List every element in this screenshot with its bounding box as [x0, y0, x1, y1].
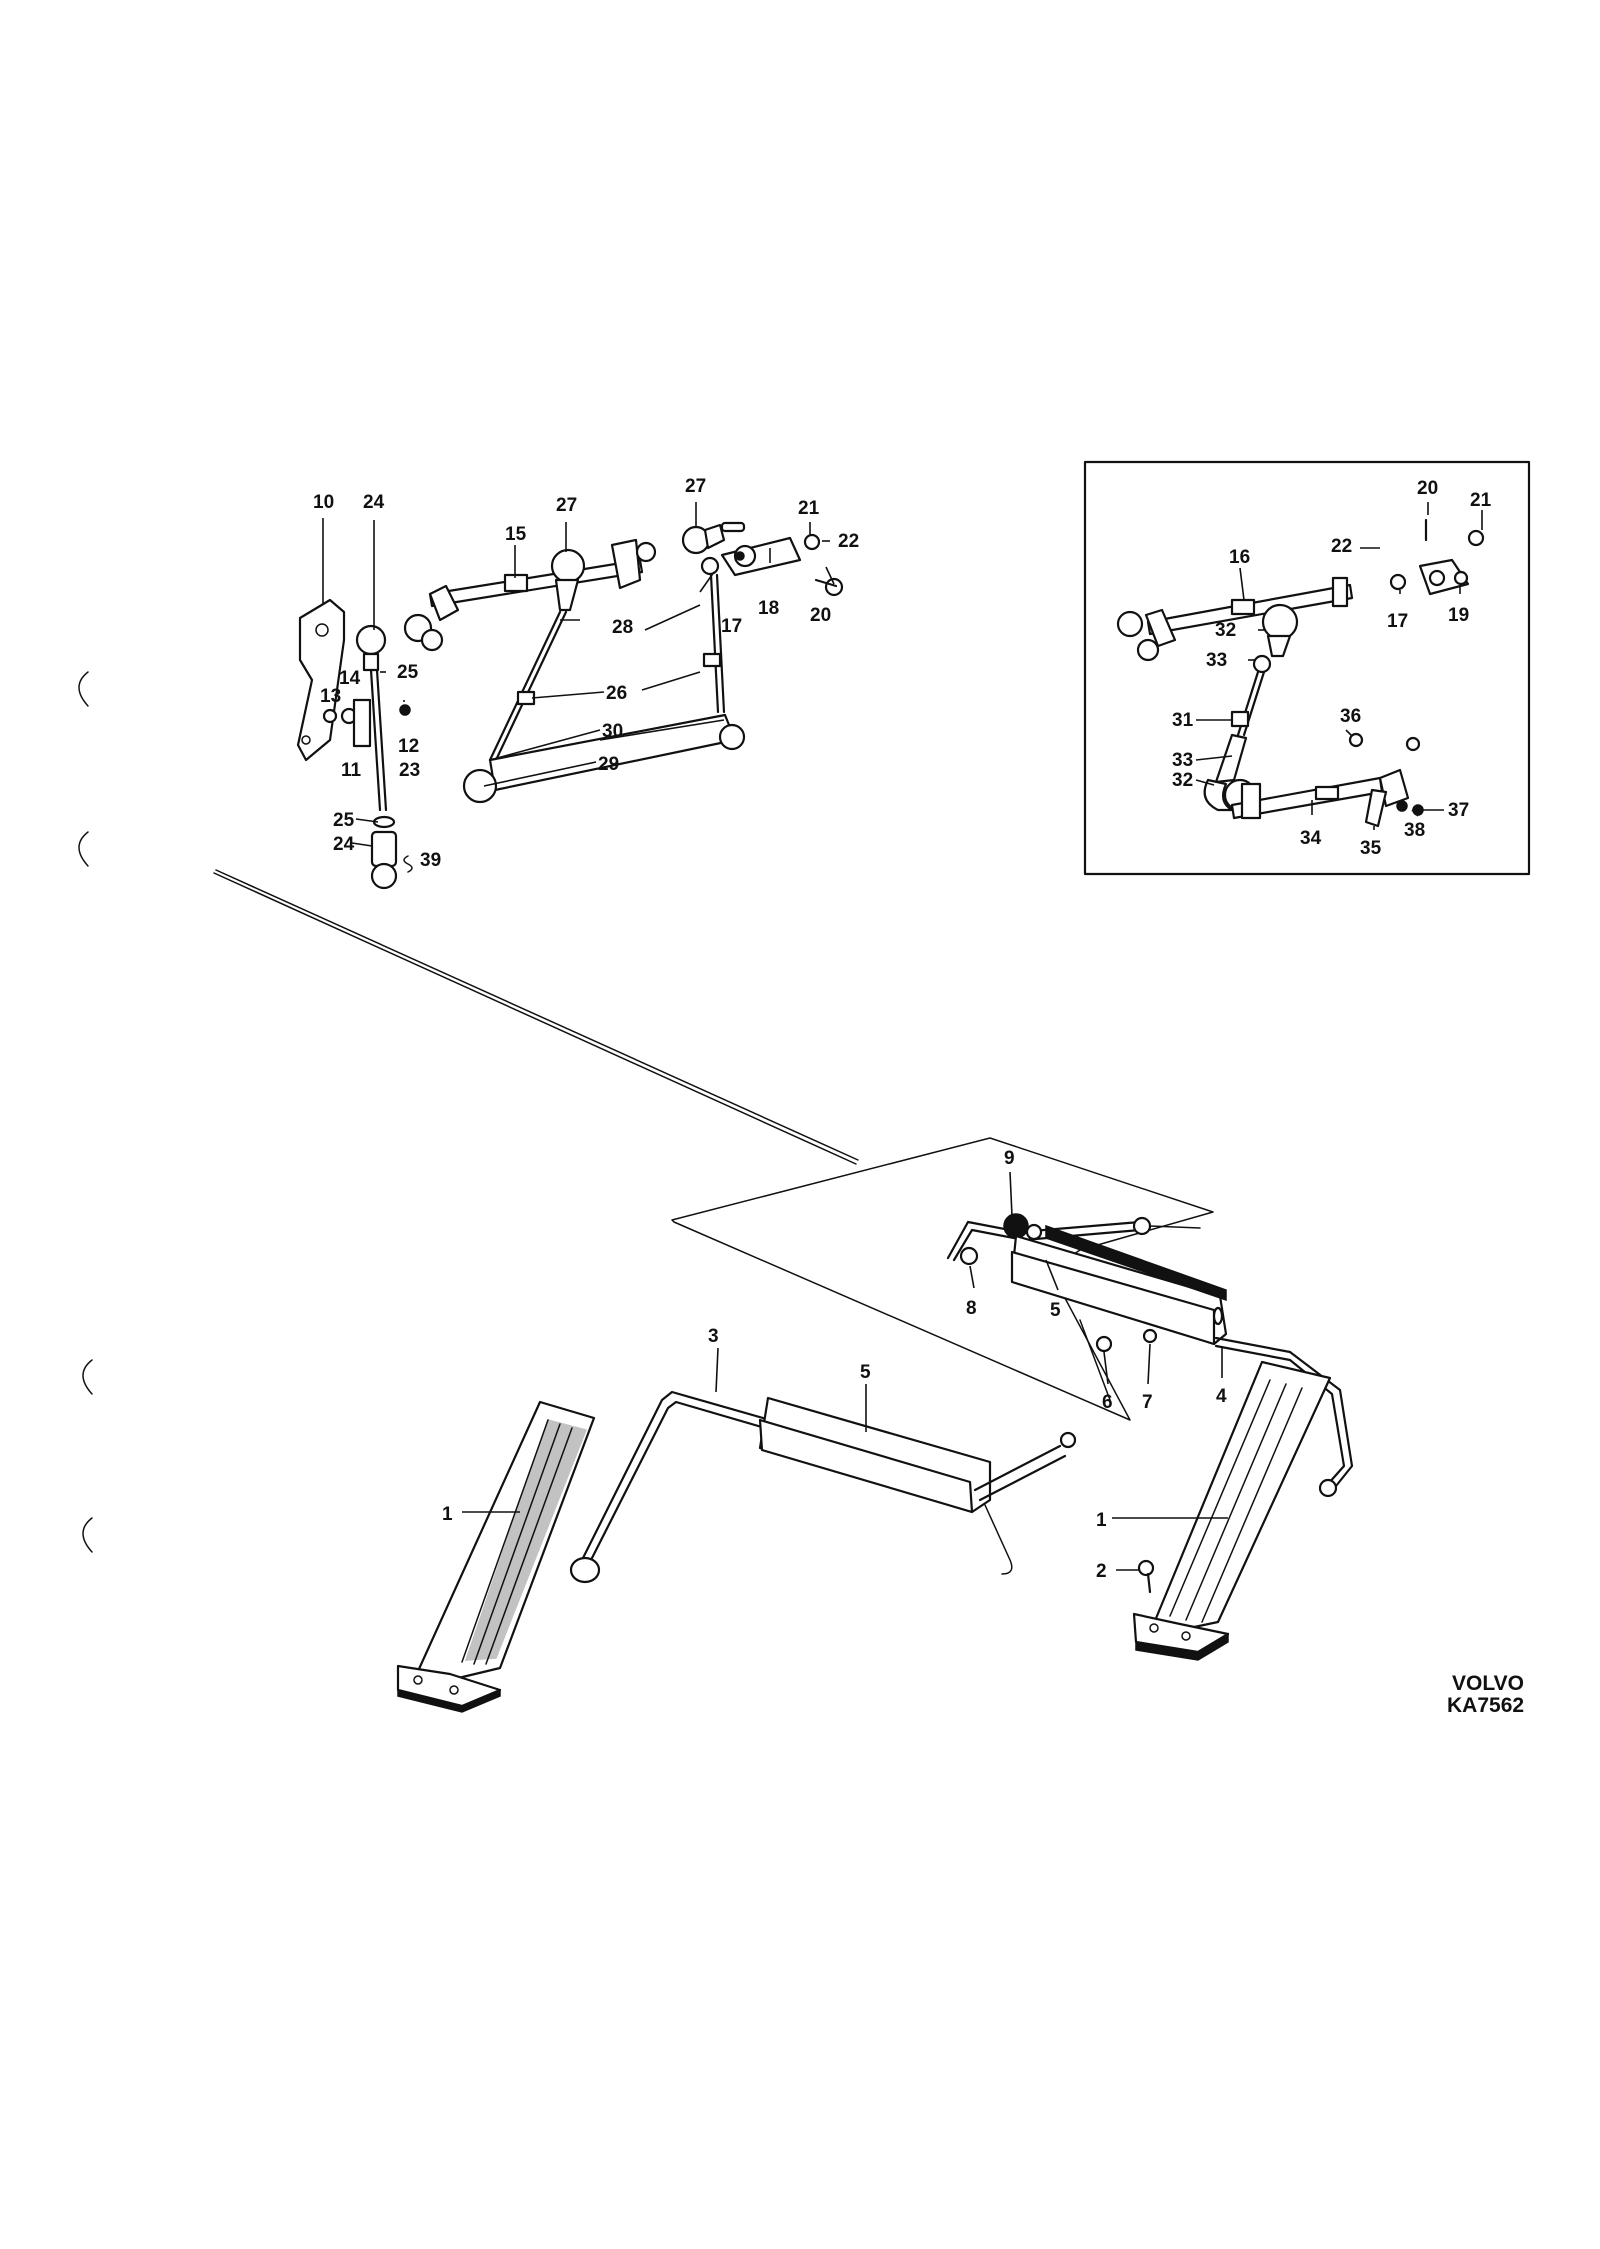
callout-29: 29	[598, 754, 619, 775]
callout-5: 5	[1050, 1300, 1061, 1321]
leader-lines-upper	[322, 502, 835, 847]
callout-15: 15	[505, 524, 527, 545]
callout-22: 22	[838, 531, 859, 552]
upper-linkage-assembly	[296, 521, 844, 890]
binder-holes	[78, 671, 93, 1553]
callout-1: 1	[442, 1504, 453, 1525]
callout-16: 16	[1229, 547, 1250, 568]
callout-32: 32	[1172, 770, 1193, 791]
pedal-1-right	[1150, 1360, 1332, 1632]
reference-number: KA7562	[1447, 1694, 1524, 1717]
callout-25: 25	[397, 662, 419, 683]
leader-lines-pedals	[462, 1171, 1228, 1571]
callouts-pedals: 9 8 5 3 5 6 7 4 1 1 2	[442, 1148, 1227, 1582]
callouts-inset: 20 21 22 16 17 19 32 33 31 33 32 36 34 3…	[1172, 478, 1492, 859]
callout-30: 30	[602, 721, 623, 742]
callout-19: 19	[1448, 605, 1469, 626]
callout-4: 4	[1216, 1386, 1227, 1407]
callout-24: 24	[333, 834, 355, 855]
callout-10: 10	[313, 492, 334, 513]
ball-joint-24-top	[355, 624, 387, 656]
lever-18	[720, 536, 802, 577]
shaft-15	[428, 558, 644, 608]
callout-25: 25	[333, 810, 355, 831]
callout-27: 27	[556, 495, 577, 516]
callout-9: 9	[1004, 1148, 1015, 1169]
callout-33: 33	[1206, 650, 1227, 671]
plate-11	[352, 698, 372, 748]
callout-13: 13	[320, 686, 341, 707]
callout-21: 21	[1470, 490, 1492, 511]
ball-27-a	[550, 548, 586, 584]
callout-38: 38	[1404, 820, 1425, 841]
callout-37: 37	[1448, 800, 1469, 821]
callout-17: 17	[1387, 611, 1408, 632]
callout-8: 8	[966, 1298, 977, 1319]
callout-35: 35	[1360, 838, 1382, 859]
callout-3: 3	[708, 1326, 719, 1347]
callout-24: 24	[363, 492, 385, 513]
callout-11: 11	[341, 760, 362, 781]
callout-34: 34	[1300, 828, 1322, 849]
callout-12: 12	[398, 736, 419, 757]
brand-block: VOLVO KA7562	[1447, 1672, 1524, 1717]
pedal-assembly-left	[396, 1390, 1077, 1713]
callout-2: 2	[1096, 1561, 1107, 1582]
callout-5: 5	[860, 1362, 871, 1383]
callout-20: 20	[1417, 478, 1438, 499]
callout-18: 18	[758, 598, 779, 619]
callout-33: 33	[1172, 750, 1193, 771]
callout-36: 36	[1340, 706, 1361, 727]
callout-32: 32	[1215, 620, 1236, 641]
callout-20: 20	[810, 605, 831, 626]
callout-23: 23	[399, 760, 420, 781]
callout-31: 31	[1172, 710, 1194, 731]
leader-lines-inset	[1195, 502, 1483, 830]
callout-28: 28	[612, 617, 633, 638]
callout-22: 22	[1331, 536, 1352, 557]
brand-label: VOLVO	[1452, 1672, 1524, 1695]
callout-17: 17	[721, 616, 742, 637]
callout-6: 6	[1102, 1392, 1113, 1413]
inset-box	[1083, 460, 1531, 876]
callouts-upper: 10 24 27 15 27 21 22 20 18 17 28 26 25 1…	[313, 476, 859, 871]
callout-27: 27	[685, 476, 706, 497]
callout-39: 39	[420, 850, 441, 871]
callout-7: 7	[1142, 1392, 1153, 1413]
pedal-assembly-right	[946, 1213, 1354, 1661]
callout-1: 1	[1096, 1510, 1107, 1531]
pedal-1-left	[412, 1400, 596, 1682]
callout-14: 14	[339, 668, 361, 689]
callout-26: 26	[606, 683, 627, 704]
callout-21: 21	[798, 498, 820, 519]
ball-joint-24-bottom	[370, 830, 398, 868]
